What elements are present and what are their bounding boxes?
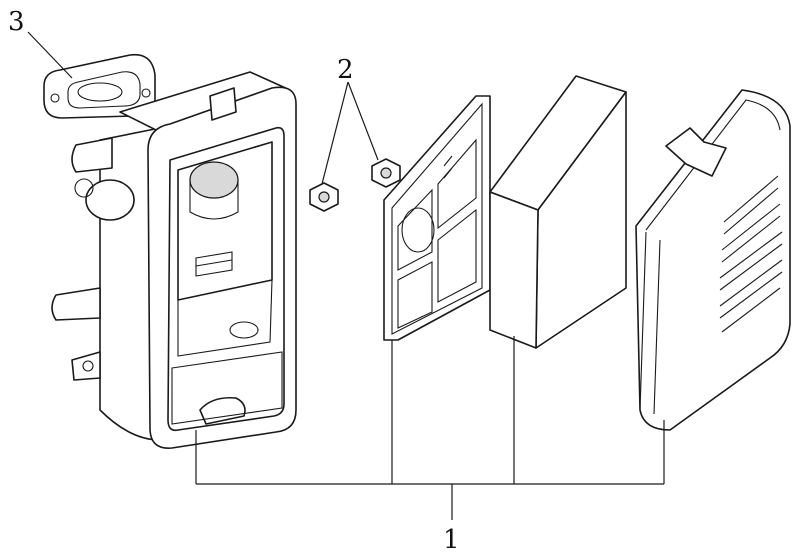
- callout-2: 2: [337, 55, 354, 85]
- hex-nut-left-icon: [309, 182, 339, 212]
- foam-filter-element-icon: [489, 75, 627, 349]
- leader-line-2: [321, 81, 379, 185]
- leader-lines-1: [195, 336, 665, 520]
- filter-base-housing-icon: [51, 71, 297, 449]
- callout-3: 3: [8, 7, 25, 37]
- leader-line-3: [27, 31, 73, 79]
- filter-cover-icon: [635, 89, 791, 431]
- hex-nut-right-icon: [371, 158, 401, 188]
- filter-screen-icon: [383, 95, 491, 341]
- callout-1: 1: [443, 525, 460, 555]
